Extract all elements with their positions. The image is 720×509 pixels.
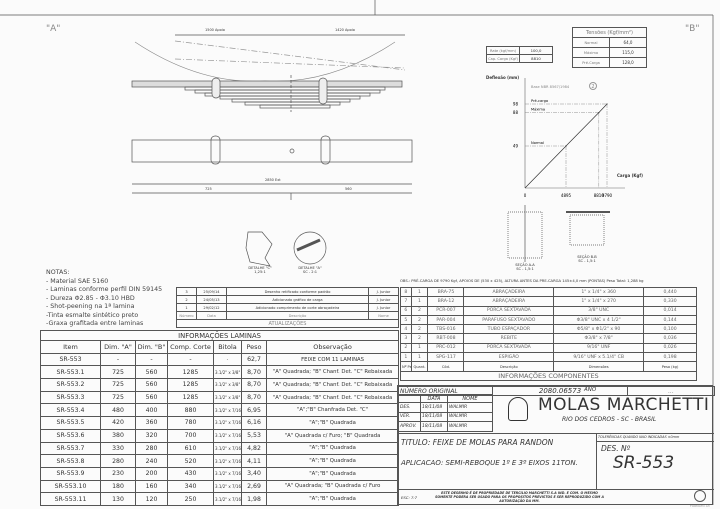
view-a-label: "A" (46, 24, 61, 34)
x-tick-label: 4895 (561, 193, 572, 198)
dim-label: 560 (345, 187, 352, 191)
leaf-spring-side-view (131, 34, 406, 112)
components-title: INFORMAÇÕES COMPONENTES (400, 370, 697, 381)
column-header: Dim. "A" (100, 340, 136, 354)
dim-label: 1500 Apoio (205, 28, 225, 32)
y-tick-label: 49 (513, 144, 519, 149)
company-location: RIO DOS CEDROS - SC - BRASIL (562, 416, 657, 423)
chart-note: Base NBR 8567/1984 (531, 85, 570, 89)
company-name: MOLAS MARCHETTI (538, 395, 710, 415)
drawing-application: APLICACAO: SEMI-REBOQUE 1º E 3º EIXOS 11… (401, 459, 578, 467)
x-tick-label: 9790 (602, 193, 613, 198)
dim-label: 1420 Apoio (335, 28, 355, 32)
company-logo (508, 397, 528, 421)
column-header: Comp. Corte (167, 340, 214, 354)
notes: NOTAS: - Material SAE 5160 - Laminas con… (46, 269, 163, 327)
annotation-label: Máxima (531, 108, 545, 112)
dim-label: 2850 Ext (265, 178, 281, 182)
components-header: Nº PeçaQuant.Cód.DescriçãoDimensõesPeso … (400, 361, 697, 372)
chart-ylabel: Deflexão (mm) (486, 75, 520, 80)
annotation-label: Normal (531, 141, 544, 145)
chart-xlabel: Carga (Kgf) (617, 173, 643, 178)
column-header: Peso (241, 340, 267, 354)
rate-table: Rate (kgf/mm)100,0 Cap. Carga (Kgf)8810 (486, 46, 553, 63)
data-point (598, 111, 600, 114)
detail-a-circle (293, 231, 327, 265)
y-tick-label: 98 (513, 102, 519, 107)
drawing-number: SR-553 (613, 453, 675, 473)
detail-a-label: DETALHE "A"SC - 2:1 (298, 266, 322, 274)
section-bb-shape (569, 214, 605, 246)
column-header: Dim. "B" (135, 340, 168, 354)
data-point (606, 103, 608, 105)
detail-c-shape (245, 231, 273, 267)
drawing-title: TITULO: FEIXE DE MOLAS PARA RANDON (401, 438, 554, 447)
detail-c-label: DETALHE "C"1,25:1 (248, 266, 272, 274)
laminas-title: INFORMAÇÕES LAMINAS (39, 330, 400, 341)
dim-label: 725 (205, 187, 212, 191)
annotation-label: Pré-carga (531, 99, 548, 103)
column-header: Item (40, 340, 101, 354)
x-tick-label: 8810 (594, 193, 605, 198)
column-header: Observação (265, 340, 400, 354)
series-line (524, 103, 608, 189)
leaf-spring-top-view (131, 135, 413, 200)
view-b-label: "B" (685, 24, 700, 34)
column-header: Bitola (213, 340, 242, 354)
projection-symbol-icon (694, 490, 706, 502)
y-tick-label: 88 (513, 110, 519, 115)
x-tick-label: 0 (524, 193, 527, 198)
components-obs: OBS.: PRÉ-CARGA DE 9790 Kgf, APOIOS DE (… (400, 279, 644, 283)
data-point (565, 145, 567, 147)
chart-badge: 2 (589, 82, 597, 90)
